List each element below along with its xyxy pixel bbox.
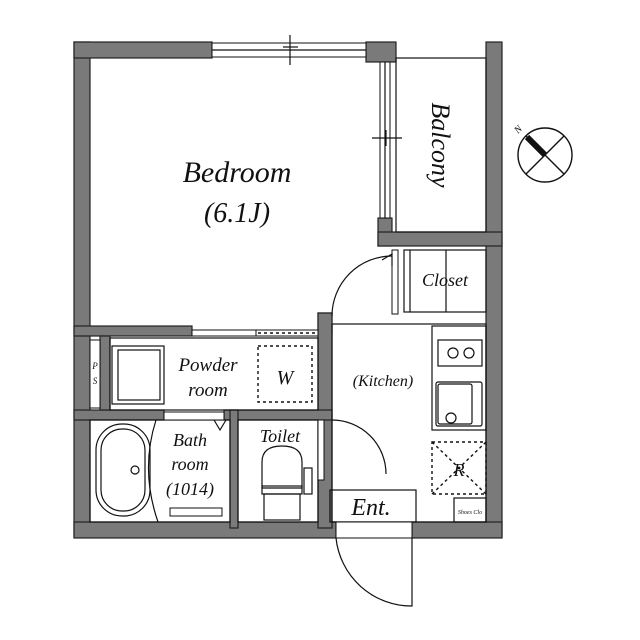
bedroom-size: (6.1J) xyxy=(204,198,270,229)
bedroom-label: Bedroom xyxy=(183,156,292,189)
entrance xyxy=(329,489,417,539)
bathroom-label-3: (1014) xyxy=(166,479,214,500)
washer-label: W xyxy=(277,367,296,389)
balcony-area xyxy=(395,57,487,233)
entrance-door-swing[interactable] xyxy=(335,537,413,607)
sink-icon xyxy=(435,381,483,427)
powder-room-label-2: room xyxy=(188,380,227,401)
bathroom-label-2: room xyxy=(171,454,208,474)
fridge-label: R xyxy=(453,460,465,480)
walls xyxy=(73,41,503,539)
pipe-shaft xyxy=(89,339,101,409)
closet-door-arrow xyxy=(381,252,393,266)
fridge-space xyxy=(431,441,487,495)
powder-room-label-1: Powder xyxy=(177,355,238,376)
bathroom xyxy=(89,411,231,523)
powder-room xyxy=(109,329,319,411)
shoes-closet-label: Shoes Clo xyxy=(458,510,482,516)
closet xyxy=(391,249,487,315)
balcony-label: Balcony xyxy=(426,102,455,188)
washer-space xyxy=(257,345,313,403)
svg-text:N: N xyxy=(512,123,526,137)
closet-door-swing[interactable] xyxy=(331,255,393,317)
bathroom-label-1: Bath xyxy=(173,430,207,450)
toilet-room xyxy=(237,419,325,523)
entrance-label: Ent. xyxy=(350,495,390,521)
toilet-label: Toilet xyxy=(260,426,301,446)
ps-label-2: S xyxy=(93,376,98,386)
bedroom-window xyxy=(211,35,367,65)
ps-label-1: P xyxy=(91,361,98,371)
balcony-door xyxy=(372,61,402,219)
toilet-door-swing[interactable] xyxy=(331,419,387,475)
kitchen xyxy=(331,323,487,523)
stove-icon xyxy=(437,339,483,367)
compass-icon: N xyxy=(512,123,573,183)
kitchen-label: (Kitchen) xyxy=(353,373,413,390)
closet-label: Closet xyxy=(422,270,469,290)
shoes-closet xyxy=(453,497,487,523)
